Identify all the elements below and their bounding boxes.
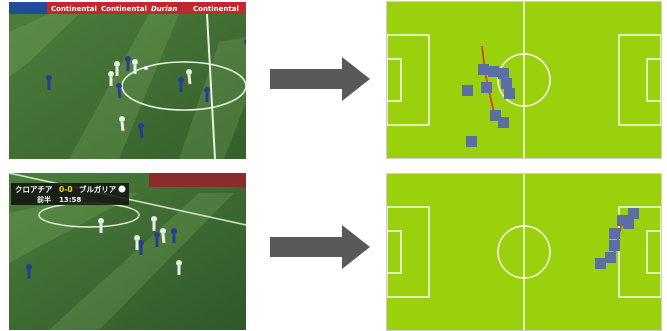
ad-board-4: Continental — [193, 5, 239, 13]
ad-board-1: Continental — [51, 5, 97, 13]
pitch-map-bottom — [386, 173, 662, 331]
scoreboard: クロアチア 0-0 ブルガリア 前半 13:58 — [11, 183, 129, 205]
players-bottom — [26, 216, 182, 279]
right-arrow-icon-bottom — [270, 225, 370, 273]
pitch-lines-bottom — [387, 174, 661, 330]
ad-board-3: Durian — [151, 5, 177, 13]
match-score: 0-0 — [59, 185, 73, 194]
match-clock: 13:58 — [59, 196, 81, 204]
team-away: ブルガリア — [79, 184, 117, 194]
player-markers-bottom — [595, 208, 639, 269]
team-home: クロアチア — [15, 184, 53, 194]
right-arrow-icon-top — [270, 57, 370, 105]
match-period: 前半 — [37, 195, 51, 204]
pitch-map-top — [386, 1, 662, 159]
pitch-lines-top — [387, 2, 661, 158]
broadcast-frame-bottom: クロアチア 0-0 ブルガリア 前半 13:58 — [9, 173, 246, 330]
broadcast-frame-top: Continental Continental Durian Continent… — [9, 2, 246, 159]
player-markers-top — [462, 64, 515, 147]
players-top — [46, 39, 246, 139]
ball-logo-icon — [118, 185, 126, 193]
ad-board-2: Continental — [101, 5, 147, 13]
